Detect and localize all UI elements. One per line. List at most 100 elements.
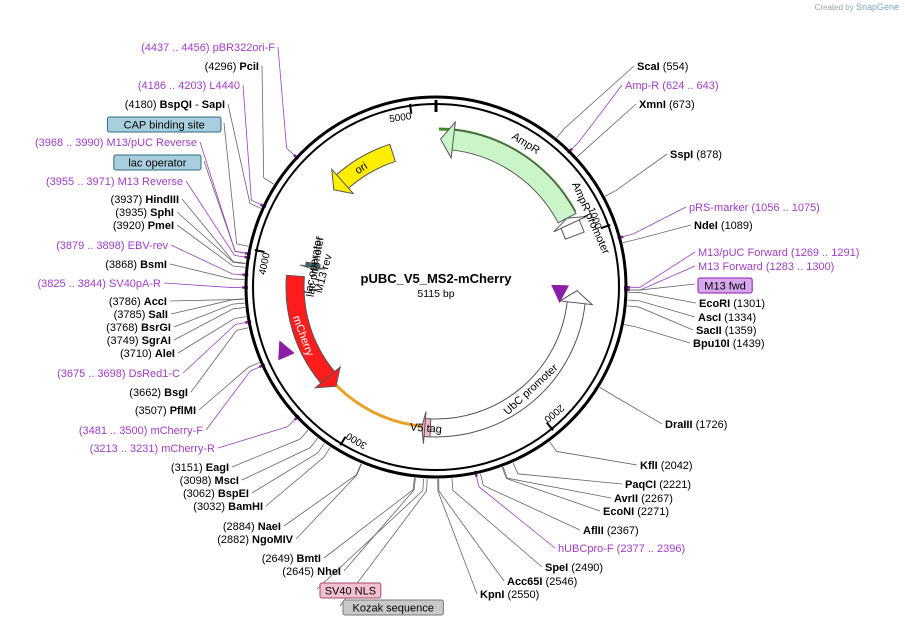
site-labels: ScaI (554) Amp-R (624 .. 643) XmnI (673) Ss… [35, 42, 859, 616]
pflmi-leader [198, 362, 260, 411]
draiii-label: DraIII (1726) [665, 419, 727, 431]
sv40pa-r-leader [163, 282, 245, 288]
m13-fwd-box [697, 277, 753, 294]
m13-puc-forward-label: M13/pUC Forward (1269 .. 1291) [698, 247, 859, 259]
bspqi-sapi-label: (4180) BspQI - SapI [125, 99, 225, 111]
credit-brand: SnapGene [855, 2, 899, 12]
avrii-label: AvrII (2267) [614, 493, 673, 505]
bsmi-leader [169, 263, 245, 280]
asci-label: AscI (1334) [698, 312, 756, 324]
pbr322ori-f-leader [277, 46, 296, 157]
bpu10i-label: Bpu10I (1439) [693, 338, 765, 350]
kozak-sequence-leader [339, 478, 428, 607]
pbr322ori-f-label: (4437 .. 4456) pBR322ori-F [141, 42, 275, 54]
bspei-label: (3062) BspEI [183, 488, 249, 500]
scai-leader [556, 65, 635, 139]
credit-prefix: Created by [814, 3, 854, 12]
alei-leader [177, 316, 247, 354]
backbone-outer-circle [244, 95, 628, 479]
mcherry-r-label: (3213 .. 3231) mCherry-R [90, 443, 215, 455]
ori-feature [331, 143, 396, 195]
bmti-label: (2649) BmtI [262, 553, 321, 565]
lac-operator-box [113, 154, 202, 171]
ecori-label: EcoRI (1301) [699, 298, 765, 310]
cap-binding-site-box [106, 116, 222, 133]
tick-2000 [545, 421, 554, 431]
econi-label: EcoNI (2271) [603, 506, 669, 518]
msci-leader [241, 437, 318, 481]
draiii-leader [599, 386, 663, 425]
bspei-leader [251, 443, 325, 494]
eagi-leader [231, 429, 309, 468]
scai-label: ScaI (554) [637, 61, 688, 73]
nhei-leader [343, 477, 416, 572]
lac-operator-box-label: lac operator [128, 158, 186, 170]
bsrgi-label: (3768) BsrGI [106, 322, 171, 334]
alei-label: (3710) AleI [120, 348, 175, 360]
hindiii-leader [181, 198, 246, 264]
acc65i-leader [438, 478, 505, 582]
kfli-leader [549, 441, 638, 466]
bamhi-leader [265, 447, 331, 507]
spei-leader [451, 478, 543, 568]
ndei-label: NdeI (1089) [694, 220, 753, 232]
v5-tag-label: V5 tag [410, 422, 443, 436]
dsred1-c-leader [182, 321, 248, 374]
avrii-leader [502, 466, 612, 499]
pcii-leader [261, 65, 275, 185]
acci-label: (3786) AccI [109, 296, 167, 308]
plasmid-name: pUBC_V5_MS2-mCherry [361, 271, 513, 286]
tick-1000 [600, 223, 611, 230]
econi-leader [501, 467, 601, 512]
xmni-leader [576, 103, 637, 158]
m13-fwd-leader [627, 283, 696, 291]
sv40-nls-box-label: SV40 NLS [325, 586, 376, 598]
kozak-sequence-box [342, 599, 444, 616]
eagi-label: (3151) EagI [171, 462, 229, 474]
pmei-leader [176, 224, 246, 268]
tick-5000 [408, 103, 413, 114]
sali-leader [170, 298, 245, 315]
cap-binding-site-leader [223, 122, 249, 247]
prs-marker-leader [621, 206, 687, 238]
ebv-rev-label: (3879 .. 3898) EBV-rev [56, 240, 168, 252]
pcii-label: (4296) PciI [205, 61, 259, 73]
snapgene-credit: Created by SnapGene [815, 2, 899, 12]
m13-puc-reverse-leader [199, 141, 248, 254]
ecori-leader [627, 291, 697, 304]
mcherry-f-leader [205, 365, 262, 431]
mcherry-r-leader [217, 418, 297, 449]
kfli-label: KflI (2042) [640, 460, 693, 472]
m13-reverse-label: (3955 .. 3971) M13 Reverse [46, 176, 183, 188]
ampr-feature [439, 120, 577, 224]
asci-leader [627, 299, 696, 318]
m13-puc-reverse-label: (3968 .. 3990) M13/pUC Reverse [35, 137, 197, 149]
m13-puc-forward-leader [627, 251, 696, 288]
m13-forward-leader [627, 265, 696, 291]
mcherry-f-primer-mark [278, 340, 295, 361]
v5-tag-feature [421, 411, 432, 444]
acci-leader [169, 298, 245, 302]
tick-3000 [339, 436, 347, 446]
xmni-label: XmnI (673) [639, 99, 695, 111]
sspi-leader [605, 153, 668, 197]
sv40-nls-box [319, 582, 382, 599]
map-center: pUBC_V5_MS2-mCherry 5115 bp [361, 271, 513, 300]
sspi-label: SspI (878) [670, 149, 722, 161]
bsgi-label: (3662) BsgI [129, 387, 188, 399]
bsmi-label: (3868) BsmI [105, 259, 167, 271]
nhei-label: (2645) NheI [282, 566, 341, 578]
aflii-leader [480, 473, 581, 531]
bsgi-leader [190, 327, 249, 393]
ori-label: ori [353, 160, 370, 177]
l4440-label: (4186 .. 4203) L4440 [138, 80, 240, 92]
ebv-rev-leader [170, 244, 245, 276]
bmti-leader [323, 477, 415, 559]
m13-forward-label: M13 Forward (1283 .. 1300) [698, 261, 834, 273]
kozak-sequence-box-label: Kozak sequence [353, 603, 434, 615]
paqci-label: PaqCI (2221) [625, 479, 691, 491]
kpni-leader [437, 478, 478, 595]
amp-r-label: Amp-R (624 .. 643) [625, 80, 719, 92]
naei-label: (2884) NaeI [223, 521, 281, 533]
